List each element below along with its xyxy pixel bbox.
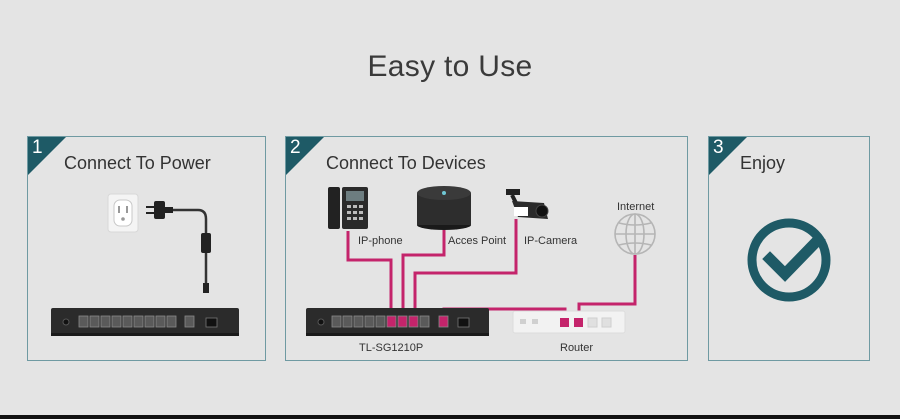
internet-label: Internet <box>617 201 655 213</box>
step-2-illustration <box>306 186 656 336</box>
step-2-title: Connect To Devices <box>326 153 486 173</box>
checkmark-icon <box>747 218 831 302</box>
page-title: Easy to Use <box>367 50 533 83</box>
access-point-label: Acces Point <box>448 235 507 247</box>
ip-camera-label: IP-Camera <box>524 235 578 247</box>
step-3-corner <box>709 137 748 176</box>
router-label: Router <box>560 342 594 354</box>
step-2-number: 2 <box>290 137 301 158</box>
step-1-panel: 1 Connect To Power <box>27 136 266 361</box>
step-3-number: 3 <box>713 137 724 158</box>
step-3-title: Enjoy <box>740 153 786 173</box>
power-outlet-icon <box>107 193 139 233</box>
ip-phone-icon <box>328 187 368 229</box>
switch-icon <box>306 308 489 336</box>
step-1-corner <box>28 137 67 176</box>
switch-icon <box>51 308 239 336</box>
power-plug-icon <box>146 201 211 293</box>
step-2-corner <box>286 137 325 176</box>
bottom-bar <box>0 415 900 419</box>
ip-phone-label: IP-phone <box>358 235 403 247</box>
step-2-panel: 2 Connect To Devices <box>285 136 688 361</box>
access-point-icon <box>417 186 471 230</box>
router-icon <box>512 310 626 334</box>
globe-icon <box>614 213 656 255</box>
step-1-number: 1 <box>32 137 43 158</box>
step-1-illustration <box>51 193 239 336</box>
network-cables <box>346 219 637 318</box>
ip-camera-icon <box>506 189 549 219</box>
switch-model-label: TL-SG1210P <box>359 342 424 354</box>
step-1-title: Connect To Power <box>64 153 211 173</box>
step-3-panel: 3 Enjoy <box>708 136 870 361</box>
